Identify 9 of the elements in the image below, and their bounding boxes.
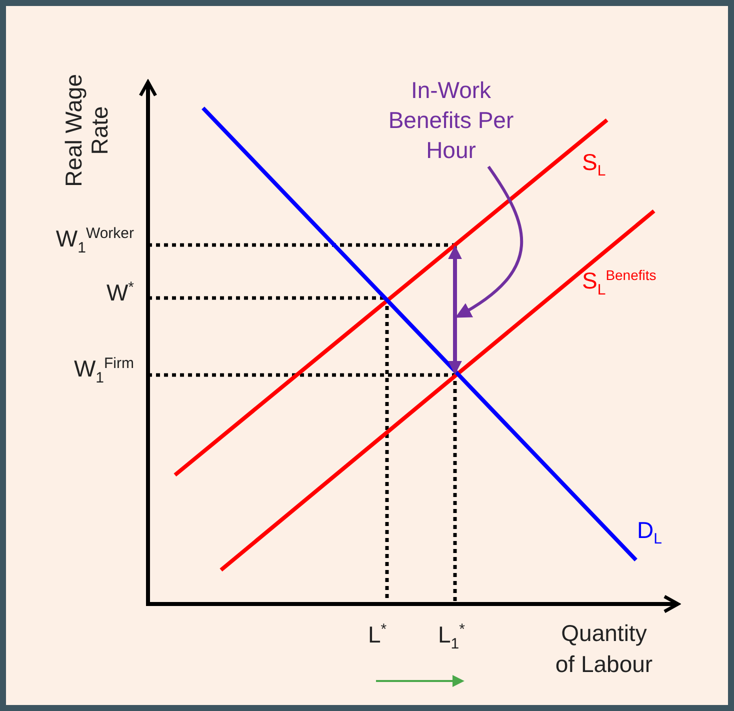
- curve-label: D$_{L}$: [637, 518, 662, 548]
- quantity-label: L$^{*}$: [368, 622, 387, 648]
- wage-label: W$^{*}$: [106, 280, 134, 306]
- double-arrow: [448, 245, 462, 375]
- axis-title: Quantity of Labour: [554, 619, 654, 680]
- axis-title: Real Wage Rate: [60, 72, 114, 189]
- callout-text: In-Work Benefits Per Hour: [376, 76, 526, 166]
- leader-line: [455, 166, 523, 318]
- curve-label: S$_{L}$: [582, 150, 606, 180]
